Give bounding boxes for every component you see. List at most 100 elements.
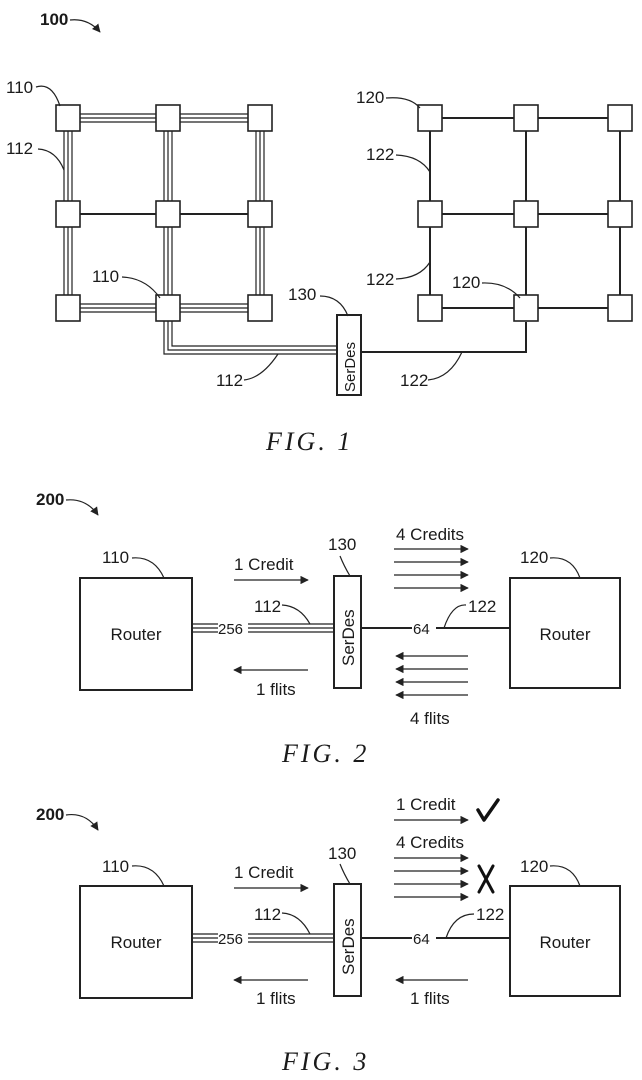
left-top-arrow-label: 1 Credit (234, 555, 294, 574)
router-left-ref: 110 (102, 857, 129, 876)
label-serdes-ref: 130 (288, 285, 316, 304)
bus-width-label: 256 (218, 931, 243, 948)
router-left (79, 885, 193, 999)
flit-arrows-left (395, 651, 468, 700)
mesh-node (155, 104, 181, 132)
leader-line (395, 261, 431, 280)
right-bottom-arrow-label: 4 flits (410, 709, 450, 728)
bus-256 (192, 933, 334, 943)
serdes-block (336, 314, 362, 396)
leader-line (385, 97, 421, 109)
leader-line (445, 913, 475, 939)
leader-line (549, 865, 581, 887)
leader-line (427, 351, 463, 381)
leader-line (243, 353, 279, 381)
label-bus-bottom: 112 (216, 371, 243, 390)
label-link-right-lower: 122 (366, 270, 394, 289)
leader-line (37, 148, 65, 171)
x-mark-icon (477, 864, 495, 894)
label-node-right-mid: 120 (452, 273, 480, 292)
right-mesh (417, 104, 633, 322)
mesh-node (607, 104, 633, 132)
link-ref-label: 122 (468, 597, 496, 616)
leader-line (35, 85, 61, 107)
left-mesh-bus-to-serdes (163, 320, 336, 355)
fig3-caption: FIG. 3 (281, 1047, 369, 1076)
right-top-multi-label: 4 Credits (396, 833, 464, 852)
left-top-arrow-label: 1 Credit (234, 863, 294, 882)
serdes-block (333, 575, 362, 689)
mesh-node (607, 294, 633, 322)
fig2-ref: 200 (36, 490, 64, 509)
link-ref-label: 122 (476, 905, 504, 924)
label-link-bottom: 122 (400, 371, 428, 390)
fig2-caption: FIG. 2 (281, 739, 369, 768)
mesh-node (55, 294, 81, 322)
leader-line (443, 604, 467, 629)
leader-line (131, 557, 165, 579)
router-left-label: Router (110, 625, 161, 644)
mesh-node (155, 200, 181, 228)
bus-width-label: 256 (218, 621, 243, 638)
leader-line (549, 557, 581, 579)
router-left-ref: 110 (102, 548, 129, 567)
mesh-node (513, 104, 539, 132)
fig1-ref: 100 (40, 10, 68, 29)
label-bus-left: 112 (6, 139, 33, 158)
router-right (509, 885, 621, 997)
router-right-label: Router (539, 625, 590, 644)
mesh-node (513, 294, 539, 322)
leader-line (281, 912, 311, 935)
mesh-node (417, 294, 443, 322)
link-serdes-to-right (361, 322, 527, 353)
router-right-ref: 120 (520, 857, 548, 876)
router-left-label: Router (110, 933, 161, 952)
mesh-node (55, 104, 81, 132)
leader-line (339, 555, 351, 577)
bus-ref-label: 112 (254, 597, 281, 616)
label-node-right-top: 120 (356, 88, 384, 107)
mesh-node (247, 104, 273, 132)
label-link-right-upper: 122 (366, 145, 394, 164)
label-node-left-top: 110 (6, 78, 33, 97)
link-width-label: 64 (413, 931, 430, 948)
fig3-ref-arrow (65, 813, 99, 831)
link-width-label: 64 (413, 621, 430, 638)
mesh-node (607, 200, 633, 228)
serdes-label: SerDes (339, 609, 358, 666)
leader-line (131, 865, 165, 887)
check-icon (476, 798, 500, 822)
serdes-ref: 130 (328, 844, 356, 863)
fig1-caption: FIG. 1 (265, 427, 353, 456)
leader-line (481, 282, 521, 299)
leader-line (281, 604, 311, 625)
mesh-node (417, 104, 443, 132)
mesh-node (55, 200, 81, 228)
bus-ref-label: 112 (254, 905, 281, 924)
serdes-label: SerDes (339, 918, 358, 975)
fig2-ref-arrow (65, 499, 99, 516)
serdes-label: SerDes (342, 342, 359, 392)
mesh-node (417, 200, 443, 228)
router-right-label: Router (539, 933, 590, 952)
fig3-ref: 200 (36, 805, 64, 824)
serdes-block (333, 883, 362, 997)
left-bottom-arrow-label: 1 flits (256, 989, 296, 1008)
credit-arrows-right (394, 544, 469, 593)
right-bottom-arrow-label: 1 flits (410, 989, 450, 1008)
mesh-node (513, 200, 539, 228)
fig1: 100 (6, 10, 633, 456)
fig2: 200 Router 110 256 112 SerDes 130 64 122 (36, 490, 621, 768)
mesh-node (247, 294, 273, 322)
serdes-ref: 130 (328, 535, 356, 554)
leader-line (319, 295, 349, 317)
leader-line (395, 154, 431, 173)
leader-line (339, 863, 351, 885)
mesh-node (247, 200, 273, 228)
right-top-single-label: 1 Credit (396, 795, 456, 814)
credit-arrows-right (394, 853, 469, 902)
router-left (79, 577, 193, 691)
fig1-ref-arrow (69, 19, 101, 33)
leader-line (121, 276, 161, 299)
